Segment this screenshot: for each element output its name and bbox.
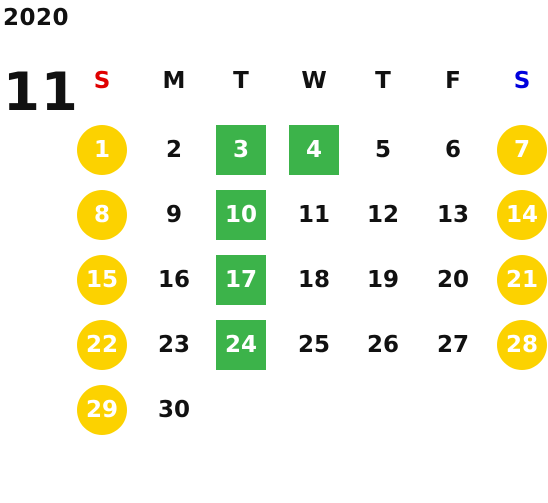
calendar-day-14[interactable]: 14 — [497, 190, 547, 240]
calendar-day-26[interactable]: 26 — [366, 332, 399, 358]
calendar-month: 11 — [3, 62, 79, 123]
calendar-day-30[interactable]: 30 — [157, 397, 190, 423]
calendar-day-29[interactable]: 29 — [77, 385, 127, 435]
calendar-day-15[interactable]: 15 — [77, 255, 127, 305]
weekday-header-saturday: S — [513, 68, 531, 94]
calendar-day-13[interactable]: 13 — [436, 202, 469, 228]
calendar-day-8[interactable]: 8 — [77, 190, 127, 240]
calendar-day-1[interactable]: 1 — [77, 125, 127, 175]
calendar-day-19[interactable]: 19 — [366, 267, 399, 293]
calendar-day-10[interactable]: 10 — [216, 190, 266, 240]
calendar-day-11[interactable]: 11 — [297, 202, 330, 228]
calendar-day-16[interactable]: 16 — [157, 267, 190, 293]
calendar-day-28[interactable]: 28 — [497, 320, 547, 370]
calendar-day-6[interactable]: 6 — [444, 137, 461, 163]
calendar-day-7[interactable]: 7 — [497, 125, 547, 175]
weekday-header-tuesday: T — [233, 68, 249, 94]
calendar-day-3[interactable]: 3 — [216, 125, 266, 175]
calendar-day-20[interactable]: 20 — [436, 267, 469, 293]
calendar-day-4[interactable]: 4 — [289, 125, 339, 175]
weekday-header-sunday: S — [93, 68, 111, 94]
calendar-day-25[interactable]: 25 — [297, 332, 330, 358]
calendar-day-18[interactable]: 18 — [297, 267, 330, 293]
calendar-year: 2020 — [3, 5, 70, 31]
weekday-header-thursday: T — [375, 68, 391, 94]
calendar-day-2[interactable]: 2 — [165, 137, 182, 163]
calendar-day-5[interactable]: 5 — [374, 137, 391, 163]
calendar-day-21[interactable]: 21 — [497, 255, 547, 305]
calendar-day-22[interactable]: 22 — [77, 320, 127, 370]
calendar-day-23[interactable]: 23 — [157, 332, 190, 358]
calendar-day-24[interactable]: 24 — [216, 320, 266, 370]
calendar-day-27[interactable]: 27 — [436, 332, 469, 358]
calendar-day-17[interactable]: 17 — [216, 255, 266, 305]
calendar-day-9[interactable]: 9 — [165, 202, 182, 228]
weekday-header-friday: F — [445, 68, 461, 94]
calendar-day-12[interactable]: 12 — [366, 202, 399, 228]
weekday-header-monday: M — [162, 68, 186, 94]
weekday-header-wednesday: W — [301, 68, 327, 94]
